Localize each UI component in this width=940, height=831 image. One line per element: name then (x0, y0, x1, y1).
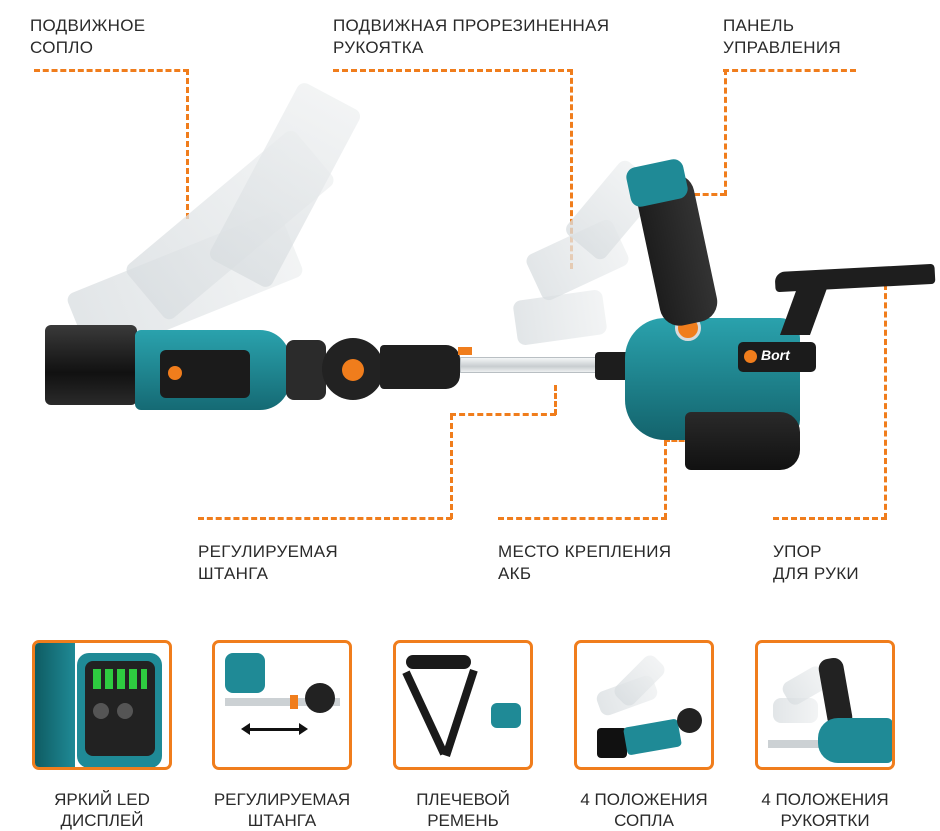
feature-adjustable-shaft (212, 640, 352, 770)
caption-nozzle-positions: 4 ПОЛОЖЕНИЯ СОПЛА (554, 789, 734, 831)
battery-pack (685, 412, 800, 470)
callout-text: ШТАНГА (198, 564, 269, 583)
callout-battery: МЕСТО КРЕПЛЕНИЯ АКБ (498, 541, 671, 585)
caption-text: РУКОЯТКИ (780, 811, 870, 830)
callout-panel: ПАНЕЛЬ УПРАВЛЕНИЯ (723, 15, 841, 59)
ghost-handle (512, 288, 608, 347)
caption-shoulder-strap: ПЛЕЧЕВОЙ РЕМЕНЬ (373, 789, 553, 831)
callout-text: УПРАВЛЕНИЯ (723, 38, 841, 57)
caption-text: ШТАНГА (247, 811, 317, 830)
shaft-clamp (595, 352, 630, 380)
caption-led-display: ЯРКИЙ LED ДИСПЛЕЙ (12, 789, 192, 831)
callout-text: РЕГУЛИРУЕМАЯ (198, 542, 338, 561)
callout-text: ПОДВИЖНАЯ ПРОРЕЗИНЕННАЯ (333, 16, 610, 35)
callout-text: ПОДВИЖНОЕ (30, 16, 146, 35)
callout-text: УПОР (773, 542, 822, 561)
feature-nozzle-positions (574, 640, 714, 770)
caption-text: ЯРКИЙ LED (54, 790, 150, 809)
caption-text: РЕМЕНЬ (427, 811, 499, 830)
caption-text: СОПЛА (614, 811, 674, 830)
caption-text: 4 ПОЛОЖЕНИЯ (580, 790, 708, 809)
callout-text: АКБ (498, 564, 532, 583)
feature-shoulder-strap (393, 640, 533, 770)
callout-text: ПАНЕЛЬ (723, 16, 795, 35)
double-arrow-icon (245, 728, 300, 731)
caption-text: 4 ПОЛОЖЕНИЯ (761, 790, 889, 809)
callout-shaft: РЕГУЛИРУЕМАЯ ШТАНГА (198, 541, 338, 585)
nozzle-tube (45, 325, 137, 405)
feature-led-display (32, 640, 172, 770)
callout-text: МЕСТО КРЕПЛЕНИЯ (498, 542, 672, 561)
brand-logo-icon (744, 350, 757, 363)
fan-housing (286, 340, 326, 400)
caption-text: ПЛЕЧЕВОЙ (416, 790, 510, 809)
callout-text: РУКОЯТКА (333, 38, 424, 57)
shaft-lock[interactable] (458, 347, 472, 355)
feature-handle-positions (755, 640, 895, 770)
callout-text: ДЛЯ РУКИ (773, 564, 859, 583)
callout-handle: ПОДВИЖНАЯ ПРОРЕЗИНЕННАЯ РУКОЯТКА (333, 15, 609, 59)
front-grip (380, 345, 460, 389)
callout-text: СОПЛО (30, 38, 94, 57)
joint-knob[interactable] (342, 359, 364, 381)
caption-handle-positions: 4 ПОЛОЖЕНИЯ РУКОЯТКИ (735, 789, 915, 831)
brand-logo-icon (168, 366, 182, 380)
caption-text: РЕГУЛИРУЕМАЯ (213, 790, 351, 809)
callout-armrest: УПОР ДЛЯ РУКИ (773, 541, 859, 585)
caption-adjustable-shaft: РЕГУЛИРУЕМАЯ ШТАНГА (192, 789, 372, 831)
strap-icon (406, 655, 471, 669)
brand-logo: Bort (761, 347, 790, 363)
brand-plate: Bort (738, 342, 816, 372)
callout-nozzle: ПОДВИЖНОЕ СОПЛО (30, 15, 145, 59)
caption-text: ДИСПЛЕЙ (60, 811, 144, 830)
